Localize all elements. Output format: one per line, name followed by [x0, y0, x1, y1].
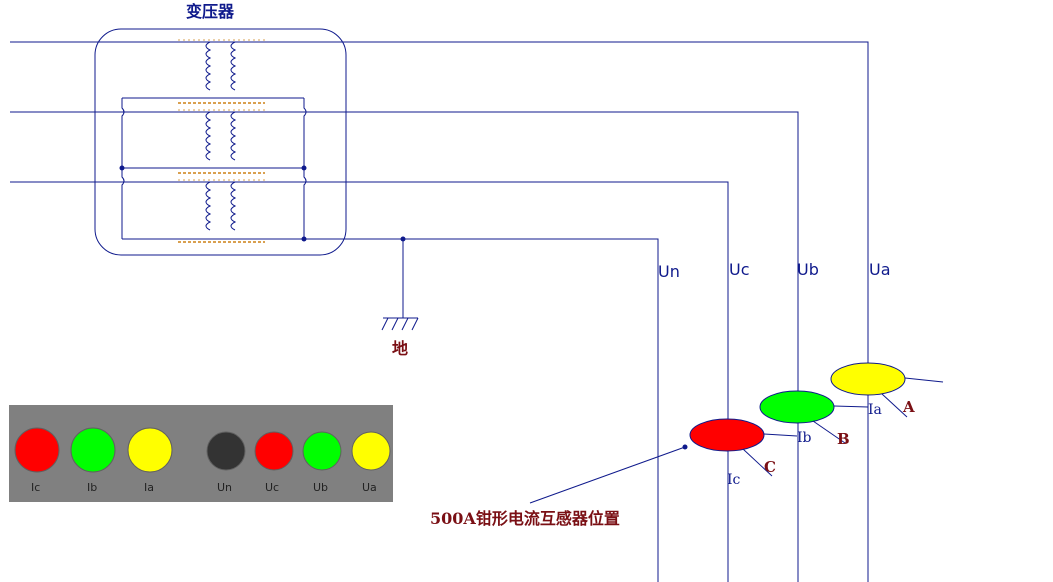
- legend-item-un: Un: [206, 431, 246, 494]
- wires: [10, 41, 869, 582]
- clamp-phase-label-c: C: [764, 458, 776, 476]
- voltage-label-ub: Ub: [797, 260, 819, 279]
- clamp-ellipse-c: [689, 418, 765, 452]
- clamp-phase-label-a: A: [902, 398, 915, 416]
- transformer-core-dashes: [178, 39, 265, 181]
- legend-item-ic: Ic: [14, 427, 60, 494]
- legend-label-ib: Ib: [87, 481, 97, 494]
- legend-dot-ua: [351, 431, 391, 471]
- legend-label-ua: Ua: [362, 481, 377, 494]
- legend-dot-ic: [14, 427, 60, 473]
- legend-dot-un: [206, 431, 246, 471]
- clamp-current-label-b: Ib: [797, 430, 812, 446]
- legend-label-un: Un: [217, 481, 232, 494]
- legend-label-ic: Ic: [31, 481, 40, 494]
- legend-item-ia: Ia: [127, 427, 173, 494]
- legend-label-ub: Ub: [313, 481, 328, 494]
- clamp-phase-c: Ic C: [689, 418, 798, 488]
- junction-dots: [119, 165, 406, 242]
- legend-item-uc: Uc: [254, 431, 294, 494]
- legend-item-ub: Ub: [302, 431, 342, 494]
- legend-dot-ub: [302, 431, 342, 471]
- legend-label-uc: Uc: [265, 481, 279, 494]
- clamp-annotation-dot: [682, 444, 688, 450]
- legend-item-ib: Ib: [70, 427, 116, 494]
- transformer-box: [94, 28, 347, 256]
- clamp-current-label-c: Ic: [727, 472, 741, 488]
- voltage-label-un: Un: [658, 262, 680, 281]
- transformer-core-marks: [178, 102, 265, 243]
- ground-label: 地: [392, 339, 408, 358]
- clamp-ellipse-a: [830, 362, 906, 396]
- clamp-phase-b: Ib B: [759, 390, 869, 448]
- legend-items: Ic Ib Ia Un Uc Ub Ua: [14, 427, 391, 494]
- voltage-label-uc: Uc: [729, 260, 750, 279]
- transformer-coils: [205, 41, 237, 231]
- transformer-title: 变压器: [186, 2, 235, 21]
- clamp-phase-a: Ia A: [830, 362, 944, 418]
- legend-dot-ia: [127, 427, 173, 473]
- clamp-phase-label-b: B: [837, 430, 850, 448]
- legend-item-ua: Ua: [351, 431, 391, 494]
- legend-dot-uc: [254, 431, 294, 471]
- clamp-current-label-a: Ia: [868, 402, 882, 418]
- clamp-annotation-arrow: [529, 446, 686, 504]
- legend-label-ia: Ia: [144, 481, 154, 494]
- clamp-ellipse-b: [759, 390, 835, 424]
- voltage-label-ua: Ua: [869, 260, 891, 279]
- clamp-annotation-label: 500A钳形电流互感器位置: [430, 509, 620, 528]
- legend-dot-ib: [70, 427, 116, 473]
